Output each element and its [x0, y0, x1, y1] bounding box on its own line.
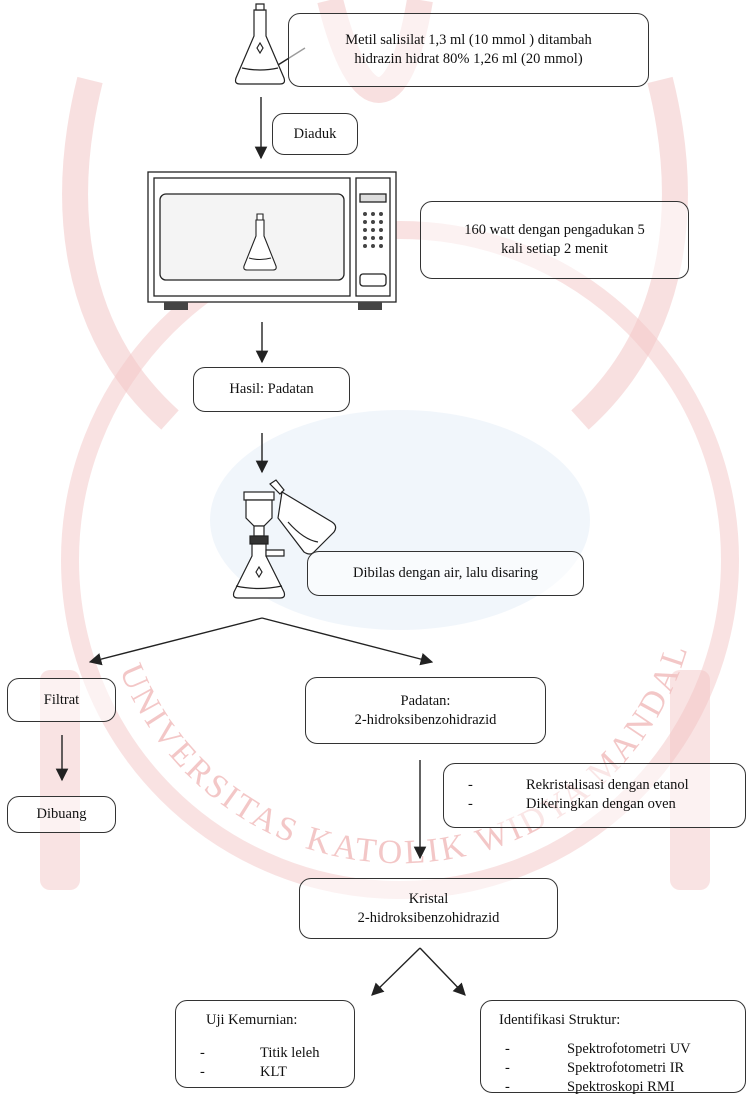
- treatment-box: Rekristalisasi dengan etanol Dikeringkan…: [443, 763, 746, 828]
- discard-label: Dibuang: [36, 806, 87, 822]
- structure-id-title: Identifikasi Struktur:: [499, 1012, 621, 1028]
- filtrate-box: Filtrat: [7, 678, 116, 722]
- start-reagents-box: Metil salisilat 1,3 ml (10 mmol ) ditamb…: [288, 13, 649, 87]
- wash-filter-box: Dibilas dengan air, lalu disaring: [307, 551, 584, 596]
- filtration-apparatus-icon: [232, 479, 337, 599]
- microwave-conditions-box: 160 watt dengan pengadukan 5 kali setiap…: [420, 201, 689, 279]
- purity-test-title: Uji Kemurnian:: [206, 1012, 298, 1028]
- treatment-item: Rekristalisasi dengan etanol: [444, 776, 745, 795]
- arrow-split-purity: [371, 947, 421, 996]
- stir-box: Diaduk: [272, 113, 358, 155]
- treatment-item: Dikeringkan dengan oven: [444, 795, 745, 814]
- solid-product-line1: Padatan:: [400, 692, 451, 709]
- crystal-product-line1: Kristal: [408, 890, 449, 907]
- microwave-conditions-line2: kali setiap 2 menit: [501, 241, 608, 257]
- filtrate-label: Filtrat: [43, 691, 80, 708]
- wash-filter-label: Dibilas dengan air, lalu disaring: [352, 565, 539, 581]
- structure-id-item: Spektroskopi RMI: [481, 1078, 745, 1097]
- arrow-split-right: [261, 617, 434, 666]
- crystal-product-line2: 2-hidroksibenzohidrazid: [357, 909, 500, 926]
- microwave-oven-icon: [147, 171, 397, 310]
- result-box: Hasil: Padatan: [193, 367, 350, 412]
- purity-test-box: Uji Kemurnian: Titik leleh KLT: [175, 1000, 355, 1088]
- purity-test-item: Titik leleh: [176, 1044, 354, 1063]
- structure-id-box: Identifikasi Struktur: Spektrofotometri …: [480, 1000, 746, 1097]
- arrow-split-ident: [419, 947, 466, 996]
- purity-test-item: KLT: [176, 1063, 354, 1082]
- microwave-conditions-line1: 160 watt dengan pengadukan 5: [464, 222, 645, 238]
- start-reagents-line1: Metil salisilat 1,3 ml (10 mmol ) ditamb…: [345, 32, 592, 48]
- result-label: Hasil: Padatan: [229, 381, 314, 397]
- structure-id-item: Spektrofotometri IR: [481, 1059, 745, 1078]
- structure-id-item: Spektrofotometri UV: [481, 1040, 745, 1059]
- discard-box: Dibuang: [7, 796, 116, 833]
- crystal-product-box: Kristal 2-hidroksibenzohidrazid: [299, 878, 558, 939]
- solid-product-box: Padatan: 2-hidroksibenzohidrazid: [305, 677, 546, 744]
- stir-label: Diaduk: [293, 125, 337, 142]
- start-reagents-line2: hidrazin hidrat 80% 1,26 ml (20 mmol): [354, 51, 583, 67]
- arrow-split-left: [88, 617, 263, 666]
- solid-product-line2: 2-hidroksibenzohidrazid: [354, 711, 497, 728]
- erlenmeyer-flask-icon: [234, 3, 286, 85]
